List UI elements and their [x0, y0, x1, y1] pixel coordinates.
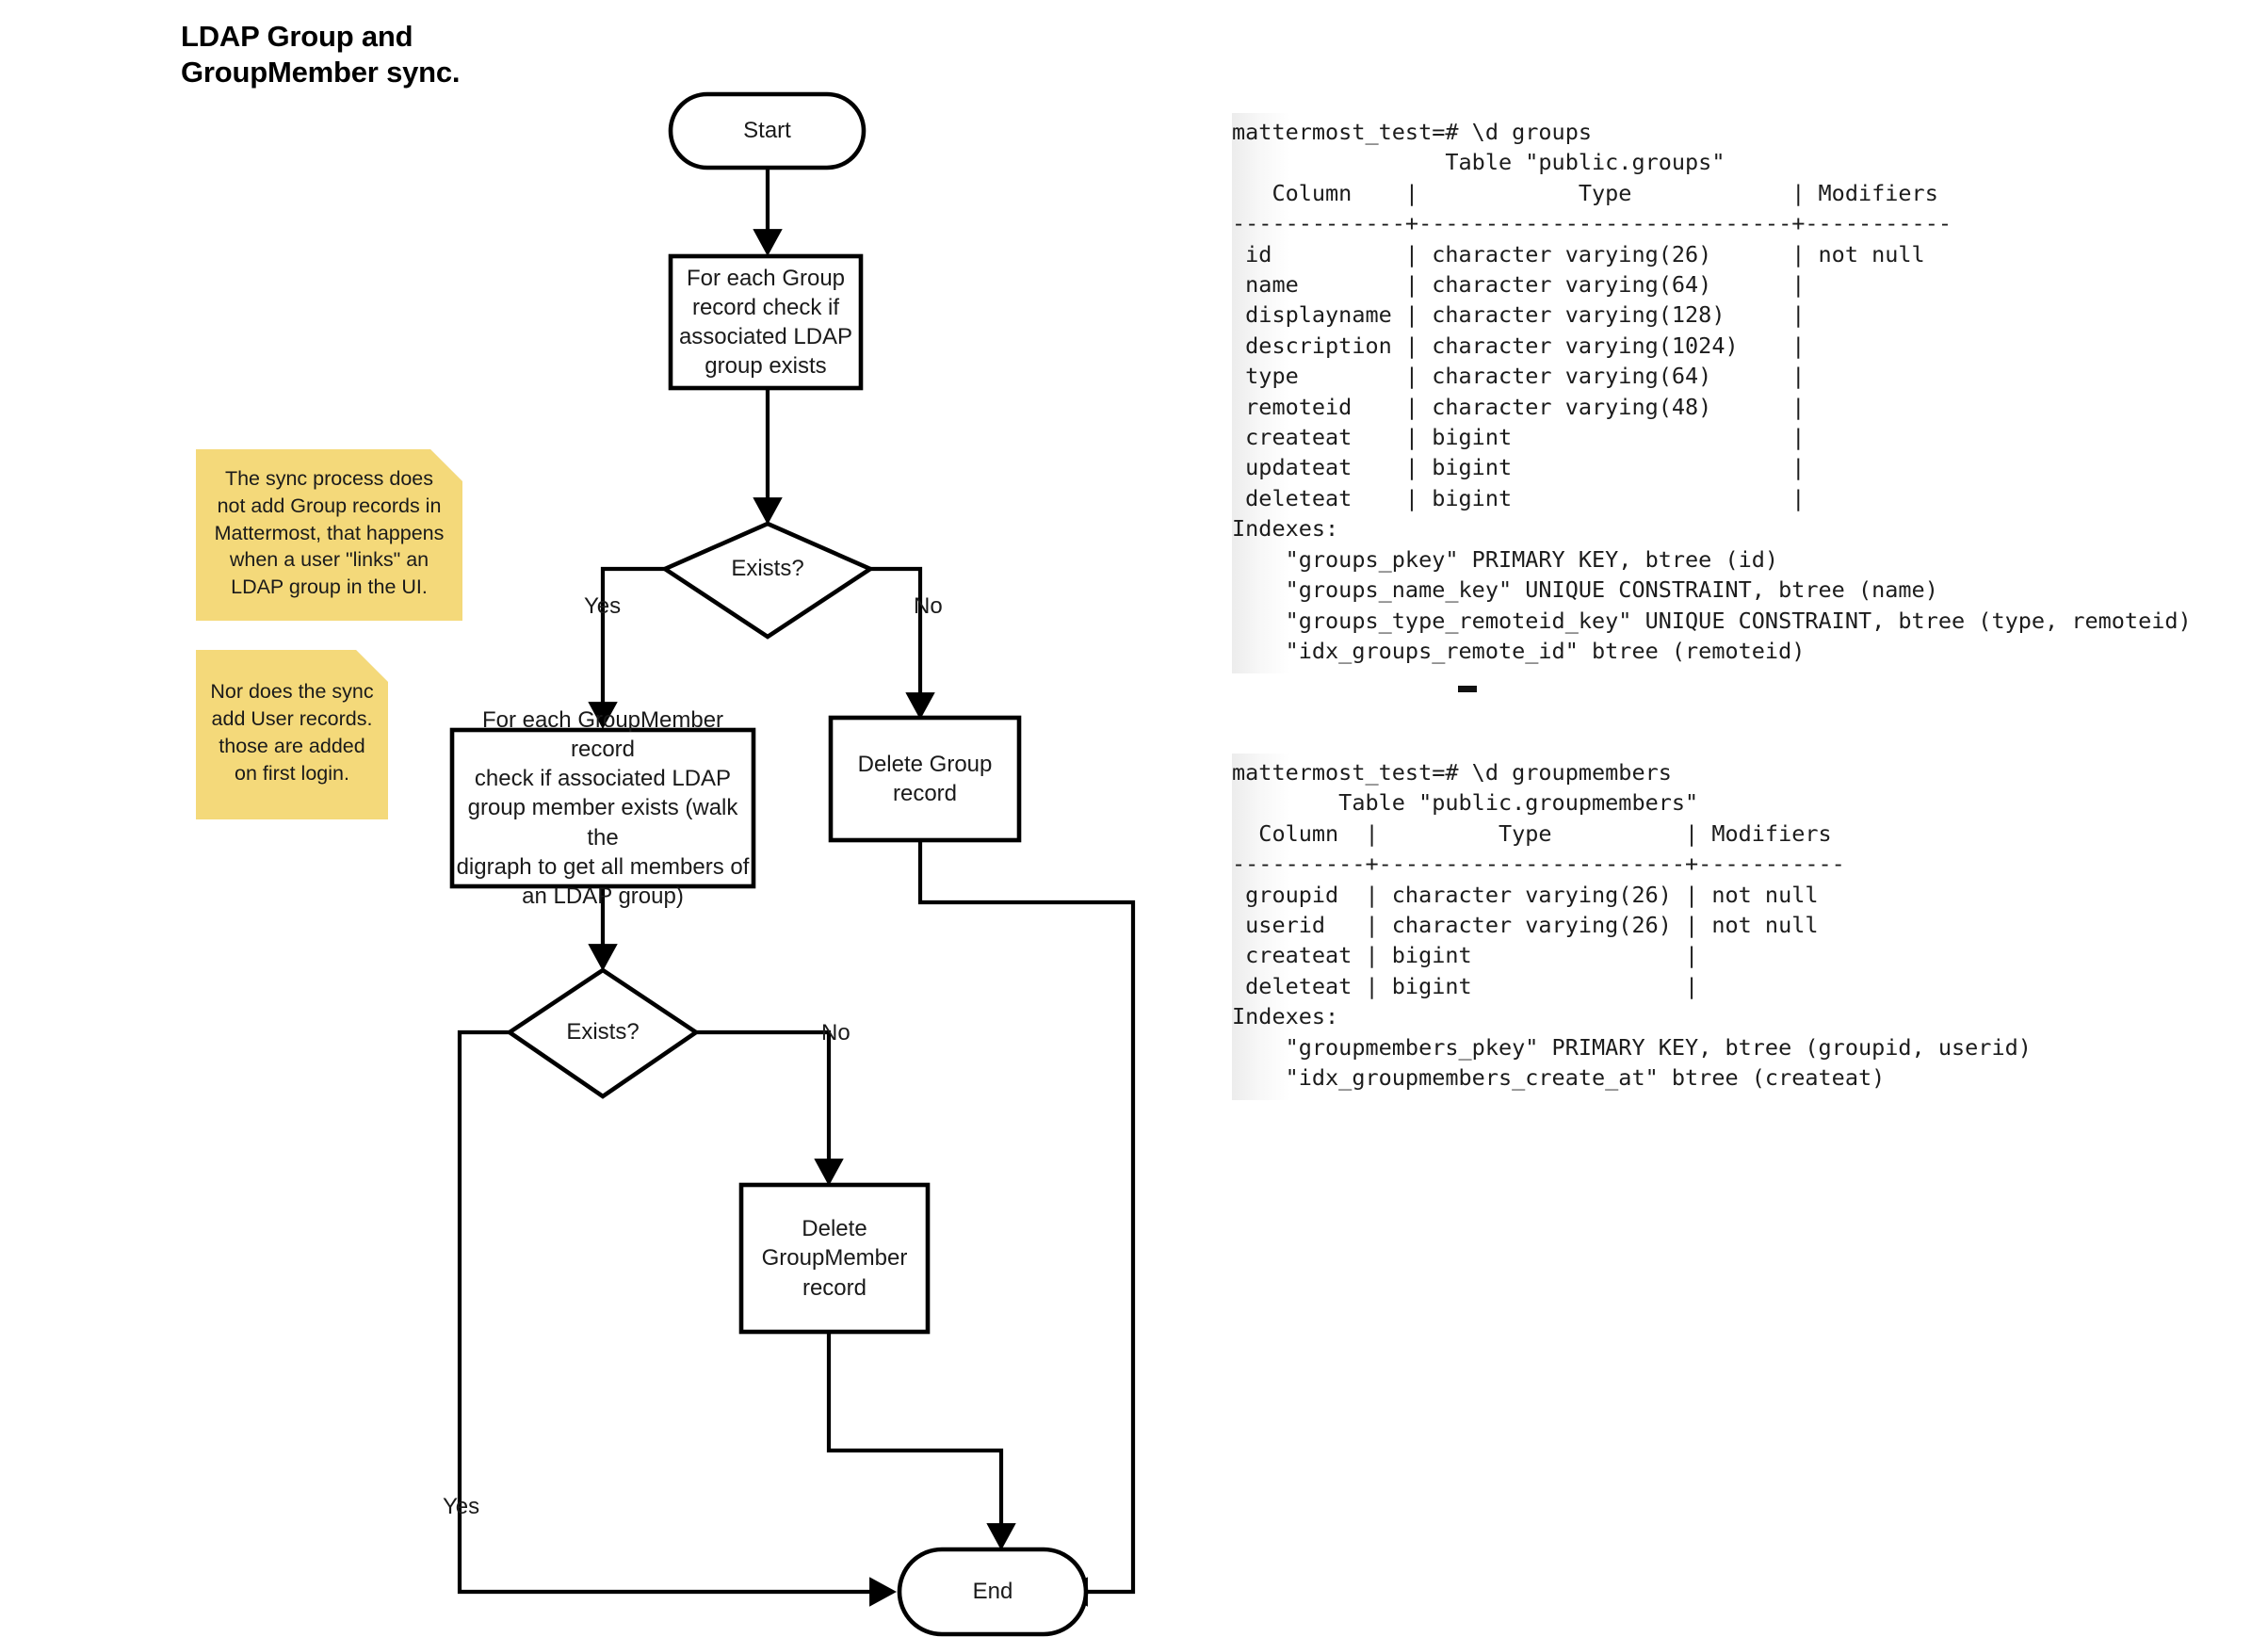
node-delete-group-label: Delete Group record — [857, 751, 993, 806]
edge-label-exists1-no: No — [914, 593, 943, 619]
node-exists-1-shape — [660, 521, 875, 640]
note-fold-highlight-icon — [356, 650, 388, 682]
node-exists-2-shape — [505, 967, 701, 1099]
note-sync-no-group-records: The sync process does not add Group reco… — [196, 449, 462, 621]
page-title-line2: GroupMember sync. — [181, 55, 461, 89]
node-check-group-label: For each Group record check if associate… — [678, 265, 853, 380]
node-start-shape — [668, 91, 867, 170]
edge-label-exists2-no: No — [821, 1020, 850, 1045]
page-title-line1: LDAP Group and — [181, 20, 413, 53]
terminal-cursor-groups — [1458, 686, 1477, 692]
terminal-groups-table: mattermost_test=# \d groups Table "publi… — [1232, 113, 2202, 674]
node-end-shape — [897, 1547, 1089, 1637]
node-check-groupmember-label: For each GroupMember record check if ass… — [456, 706, 750, 909]
node-delete-groupmember-shape — [738, 1182, 931, 1335]
node-exists-2-label: Exists? — [566, 1019, 640, 1045]
node-delete-group-shape — [828, 715, 1022, 843]
node-delete-groupmember-label: Delete GroupMember record — [761, 1216, 908, 1301]
terminal-groupmembers-table: mattermost_test=# \d groupmembers Table … — [1232, 754, 2202, 1101]
node-end-label: End — [972, 1579, 1013, 1605]
note-sync-no-user-records: Nor does the sync add User records. thos… — [196, 650, 388, 819]
note-text: The sync process does not add Group reco… — [214, 467, 445, 599]
page-title: LDAP Group and GroupMember sync. — [181, 19, 576, 90]
node-start-label: Start — [743, 118, 791, 144]
node-check-groupmember-shape — [449, 727, 756, 889]
edge-label-exists2-yes: Yes — [443, 1494, 480, 1519]
note-fold-highlight-icon — [430, 449, 462, 481]
node-exists-1-label: Exists? — [731, 556, 804, 582]
note-text: Nor does the sync add User records. thos… — [210, 680, 374, 785]
edge-label-exists1-yes: Yes — [584, 593, 622, 619]
node-check-group-shape — [668, 253, 864, 391]
